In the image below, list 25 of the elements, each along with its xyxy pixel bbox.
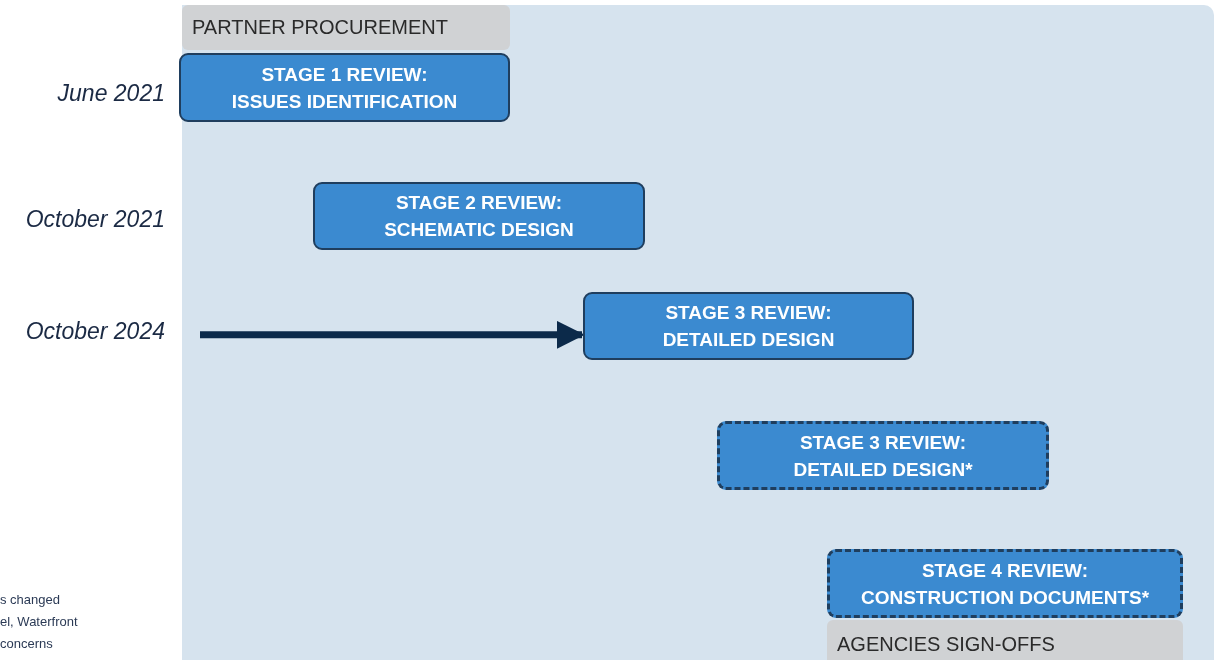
- stage-text: ISSUES IDENTIFICATION: [231, 89, 458, 114]
- stage-text: AGENCIES SIGN-OFFS: [837, 632, 1055, 656]
- date-label: October 2024: [24, 318, 165, 345]
- date-label: June 2021: [56, 80, 165, 107]
- stage-text: CONSTRUCTION DOCUMENTS*: [860, 585, 1150, 610]
- stage-heading: STAGE 4 REVIEW:: [921, 558, 1089, 583]
- stage-text: DETAILED DESIGN*: [793, 457, 973, 482]
- phase-band: [182, 5, 510, 50]
- stage-box: [313, 182, 645, 250]
- stage-box: [827, 549, 1183, 618]
- stage-heading: STAGE 3 REVIEW:: [799, 430, 967, 455]
- stage-text: SCHEMATIC DESIGN: [384, 218, 574, 242]
- footnote-text: s changed: [0, 592, 60, 607]
- footnote-text: el, Waterfront: [0, 614, 78, 629]
- stage-box: [717, 421, 1049, 490]
- stage-text: PARTNER PROCUREMENT: [192, 16, 448, 39]
- stage-box: [583, 292, 914, 360]
- stage-box: [179, 53, 510, 122]
- stage-heading: STAGE 1 REVIEW:: [261, 62, 428, 87]
- footnote-text: concerns: [0, 636, 53, 651]
- phase-band: [827, 620, 1183, 660]
- stage-heading: STAGE 3 REVIEW:: [665, 301, 832, 325]
- date-label: October 2021: [24, 206, 165, 233]
- stage-text: DETAILED DESIGN: [662, 328, 835, 352]
- stage-heading: STAGE 2 REVIEW:: [395, 191, 563, 215]
